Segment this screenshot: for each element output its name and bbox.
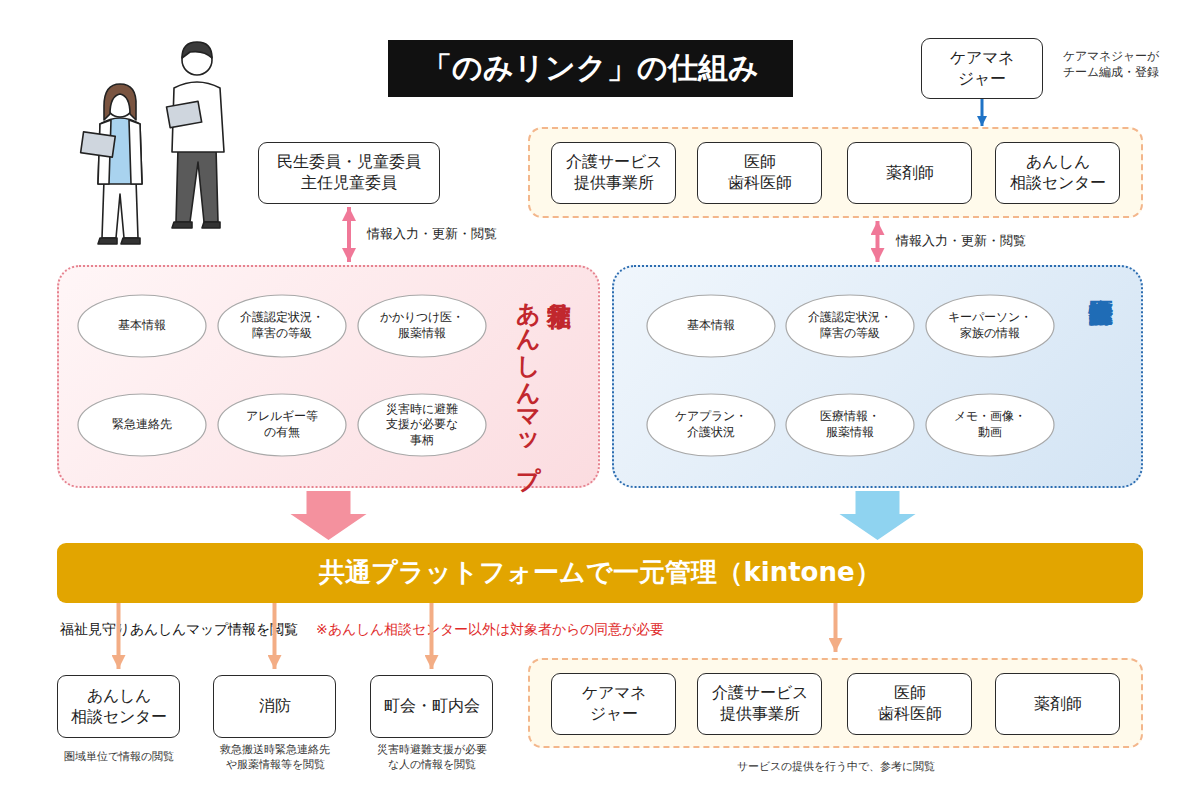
node-label: ケアプラン・ 介護状況 (666, 409, 756, 440)
role-box: ケアマネ ジャー (921, 38, 1043, 99)
trousers (176, 148, 218, 222)
consent-note: ※あんしん相談センター以外は対象者からの同意が必要 (316, 620, 664, 639)
hair (104, 84, 136, 120)
ellipse-shape (647, 295, 775, 357)
role-box: あんしん 相談センター (995, 142, 1120, 204)
role-box: 薬剤師 (847, 142, 972, 204)
node-label: アレルギー等 の有無 (237, 409, 327, 440)
shoe (202, 222, 220, 228)
info-panel: 医療介護情報連携 基本情報 介護認定状況・ 障害の等級 キーパーソン・ 家族の情報ケア… (612, 265, 1143, 488)
trousers (102, 180, 138, 238)
node-label: 介護サービス 提供事業所 (708, 683, 812, 725)
ellipse-shape (78, 295, 206, 357)
role-box: 薬剤師 (995, 673, 1120, 735)
shoe (121, 238, 140, 244)
info-ellipse: アレルギー等 の有無 (217, 393, 347, 457)
group-frame: 介護サービス 提供事業所 医師 歯科医師 薬剤師 あんしん 相談センター (528, 127, 1143, 218)
info-ellipse: かかりつけ医・ 服薬情報 (357, 294, 487, 358)
platform-bar: 共通プラットフォームで一元管理（kintone） (57, 543, 1143, 603)
ellipse-shape (926, 295, 1054, 357)
node-label: ケアマネ ジャー (942, 48, 1022, 90)
role-box: ケアマネ ジャー (551, 673, 676, 735)
role-box: 医師 歯科医師 (697, 142, 822, 204)
node-label: ケアマネ ジャー (574, 683, 654, 725)
ellipse-shape (218, 394, 346, 456)
hair (182, 42, 212, 58)
role-box: 介護サービス 提供事業所 (697, 673, 822, 735)
node-label: 介護サービス 提供事業所 (562, 152, 666, 194)
cardigan (129, 120, 142, 184)
node-label: 消防 (259, 696, 291, 717)
node-label: キーパーソン・ 家族の情報 (945, 310, 1035, 341)
node-label: あんしん 相談センター (1006, 152, 1110, 194)
flow-arrow (876, 221, 880, 262)
tablet (167, 101, 202, 127)
flow-arrow (834, 603, 838, 652)
shoe (98, 238, 117, 244)
flow-block-arrow (840, 491, 916, 540)
ellipse-shape (218, 295, 346, 357)
role-box: 介護サービス 提供事業所 (551, 142, 676, 204)
role-box: 医師 歯科医師 (847, 673, 972, 735)
node-label: 薬剤師 (886, 163, 934, 184)
group-frame: ケアマネ ジャー 介護サービス 提供事業所 医師 歯科医師 薬剤師 (528, 658, 1143, 748)
info-ellipse: 基本情報 (646, 294, 776, 358)
ellipse-shape (786, 295, 914, 357)
flow-block-arrow (291, 491, 367, 540)
node-label: メモ・画像・ 動画 (945, 409, 1035, 440)
flow-arrow (981, 99, 984, 126)
node-label: 医師 歯科医師 (720, 152, 800, 194)
edge-label: 情報入力・更新・閲覧 (367, 225, 497, 243)
panel-heading: 福祉見守り あんしんマップ (504, 285, 574, 465)
node-label: かかりつけ医・ 服薬情報 (377, 310, 467, 341)
role-box: 町会・町内会 (370, 675, 493, 738)
info-ellipse: メモ・画像・ 動画 (925, 393, 1055, 457)
info-ellipse: 災害時に避難 支援が必要な 事柄 (357, 393, 487, 457)
node-label: 町会・町内会 (384, 696, 480, 717)
node-label: 基本情報 (687, 318, 735, 334)
panel-heading: 医療介護情報連携 (1080, 281, 1116, 481)
flow-arrow (347, 207, 351, 262)
annotation-text: 災害時避難支援が必要 な人の情報を閲覧 (357, 743, 507, 773)
info-ellipse: 基本情報 (77, 294, 207, 358)
node-label: 災害時に避難 支援が必要な 事柄 (377, 402, 467, 449)
tablet (81, 132, 116, 157)
info-ellipse: キーパーソン・ 家族の情報 (925, 294, 1055, 358)
ellipse-shape (786, 394, 914, 456)
info-ellipse: 緊急連絡先 (77, 393, 207, 457)
shoe (172, 222, 192, 228)
node-label: 医師 歯科医師 (870, 683, 950, 725)
annotation-text: サービスの提供を行う中で、参考に閲覧 (528, 760, 1143, 775)
ellipse-shape (647, 394, 775, 456)
edge-label: 情報入力・更新・閲覧 (896, 232, 1026, 250)
ellipse-shape (358, 295, 486, 357)
person-illustration (81, 42, 224, 244)
info-ellipse: 介護認定状況・ 障害の等級 (785, 294, 915, 358)
role-box: あんしん 相談センター (57, 675, 180, 738)
node-label: 介護認定状況・ 障害の等級 (237, 310, 327, 341)
node-label: 緊急連絡先 (112, 417, 172, 433)
ellipse-shape (926, 394, 1054, 456)
diagram-title: 「のみリンク」の仕組み (388, 40, 793, 97)
node-label: あんしん 相談センター (67, 686, 171, 728)
ellipse-shape (78, 394, 206, 456)
annotation-text: 圏域単位で情報の閲覧 (40, 750, 197, 765)
node-label: 基本情報 (118, 318, 166, 334)
info-ellipse: 医療情報・ 服薬情報 (785, 393, 915, 457)
node-label: 共通プラットフォームで一元管理（kintone） (319, 556, 880, 590)
info-panel: 福祉見守り あんしんマップ 基本情報 介護認定状況・ 障害の等級 かかりつけ医・ 服薬… (57, 265, 600, 488)
role-box: 消防 (213, 675, 336, 738)
node-label: 介護認定状況・ 障害の等級 (805, 310, 895, 341)
node-label: 民生委員・児童委員 主任児童委員 (274, 152, 424, 194)
ellipse-shape (358, 394, 486, 456)
info-ellipse: ケアプラン・ 介護状況 (646, 393, 776, 457)
node-label: 医療情報・ 服薬情報 (805, 409, 895, 440)
annotation-text: 福祉見守りあんしんマップ情報を閲覧 (60, 620, 298, 639)
node-label: 薬剤師 (1034, 694, 1082, 715)
annotation-text: ケアマネジャーが チーム編成・登録 (1063, 48, 1175, 80)
info-ellipse: 介護認定状況・ 障害の等級 (217, 294, 347, 358)
role-box: 民生委員・児童委員 主任児童委員 (258, 142, 440, 204)
annotation-text: 救急搬送時緊急連絡先 や服薬情報等を閲覧 (200, 743, 350, 773)
